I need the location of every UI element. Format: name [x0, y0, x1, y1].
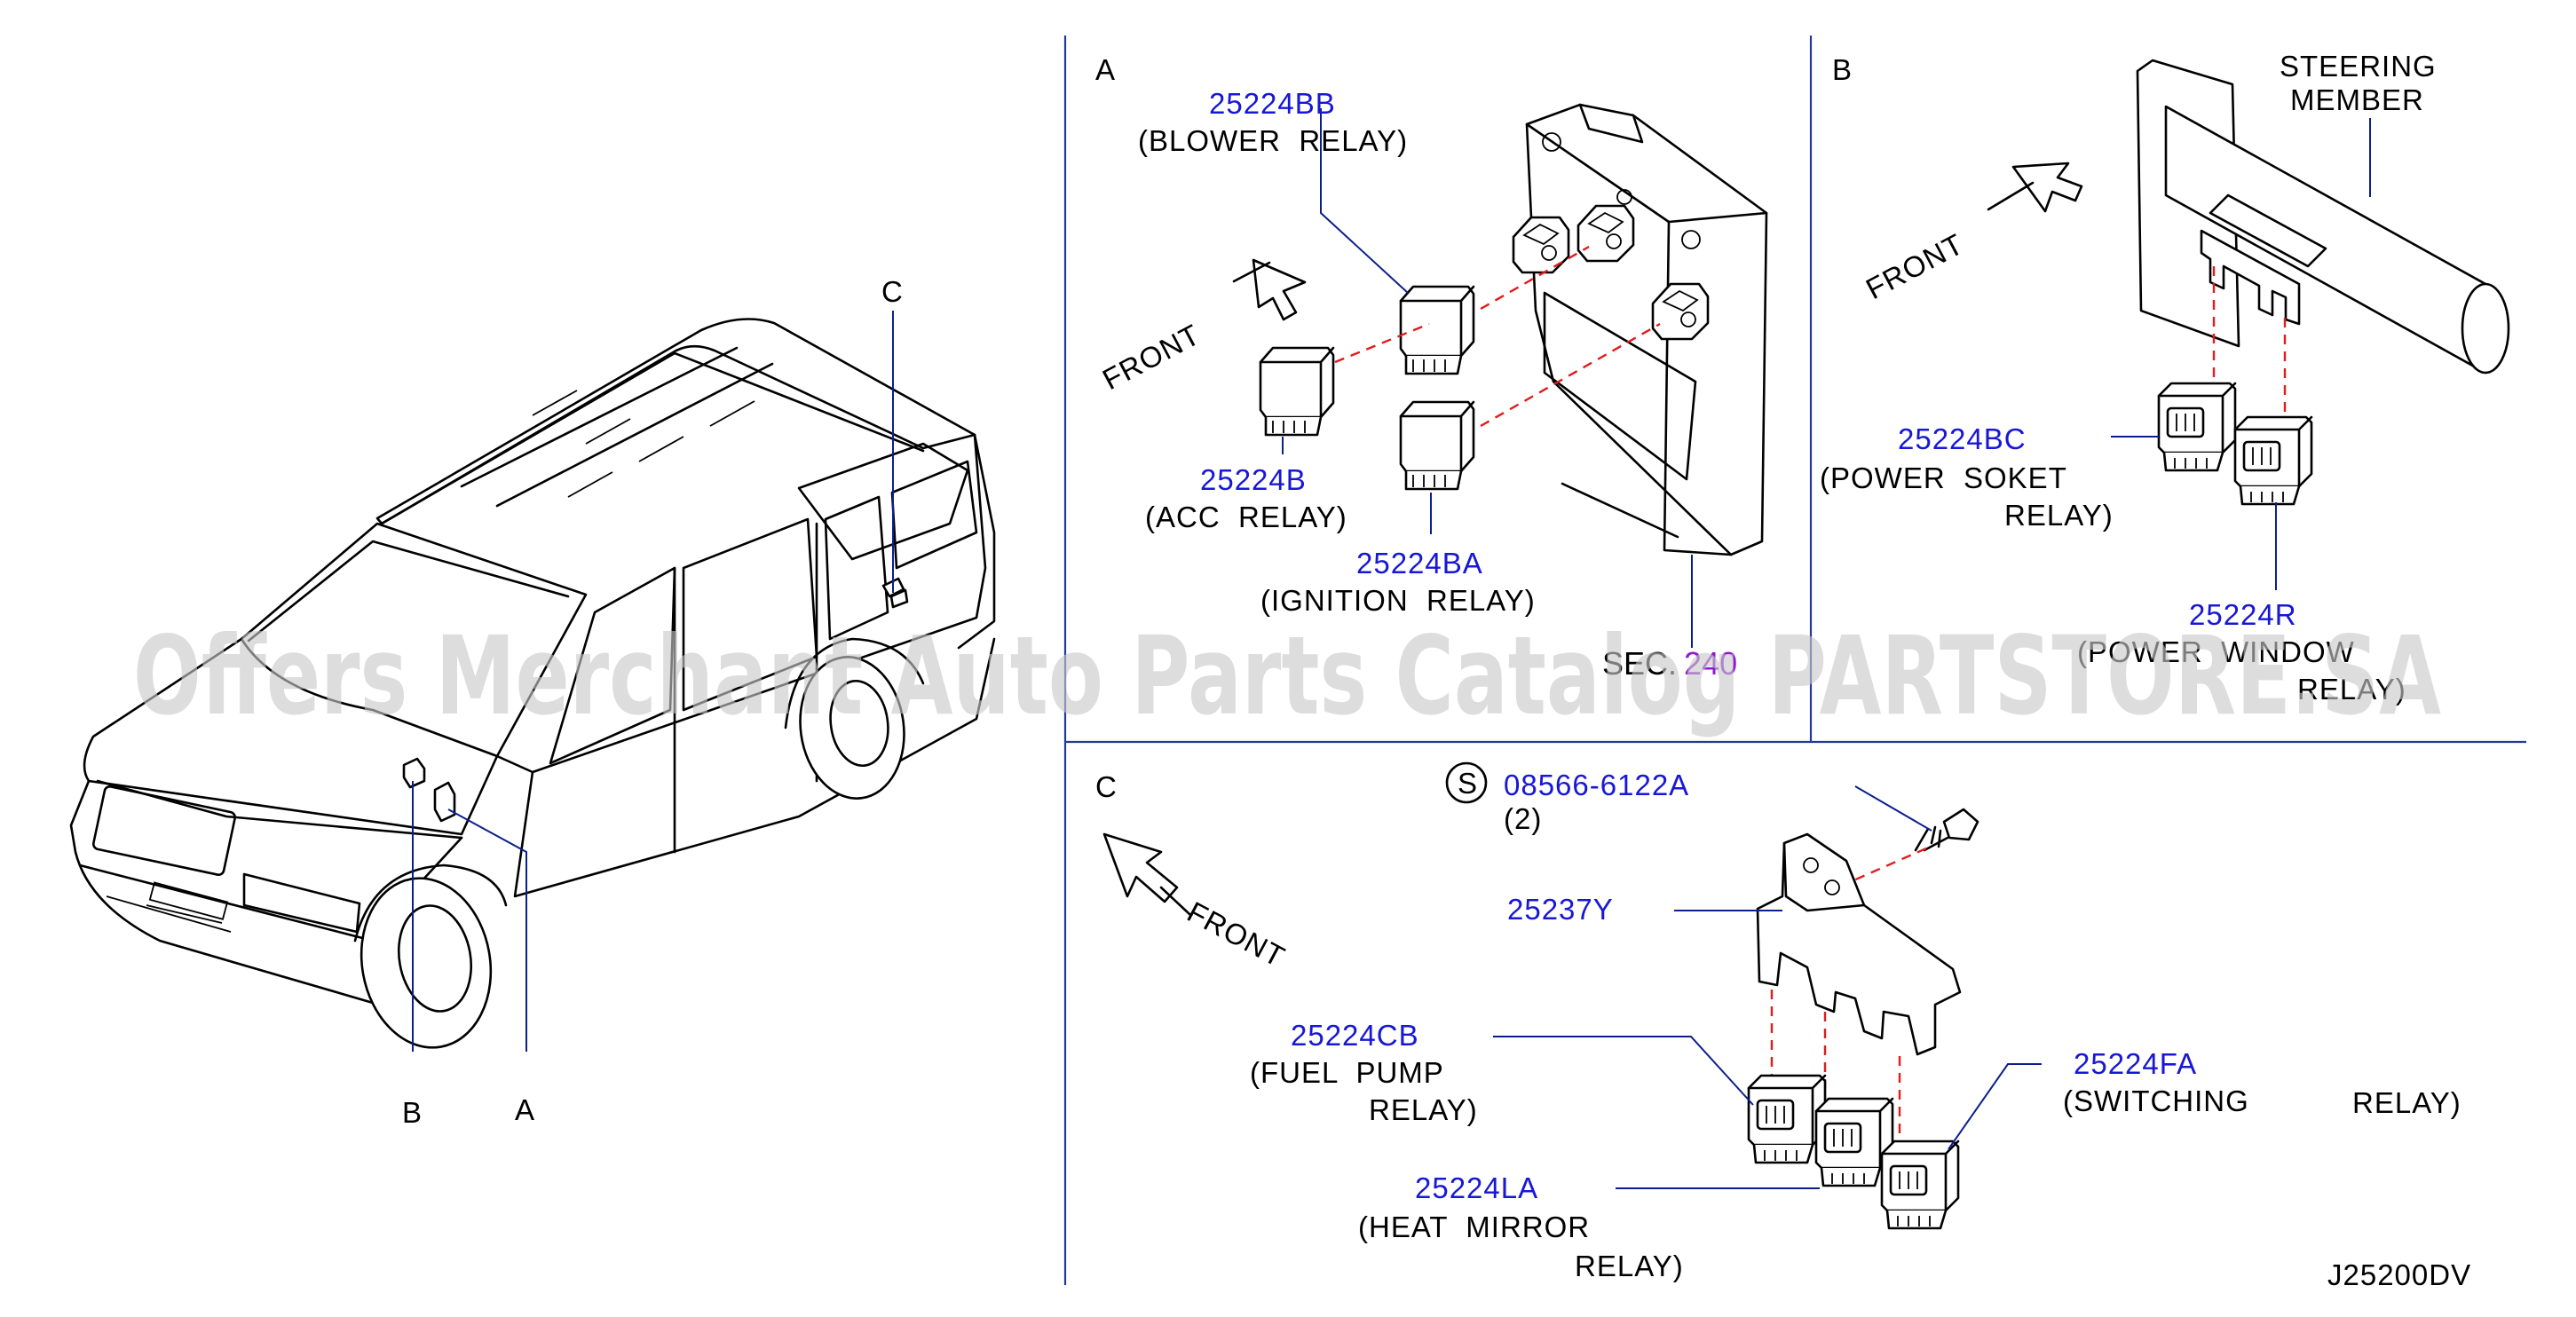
callout-b: B — [402, 1096, 423, 1129]
power-socket-relay — [2157, 382, 2237, 472]
callout-c: C — [881, 275, 904, 308]
power-socket-relay-desc-1: (POWER SOKET — [1820, 461, 2067, 494]
fuel-pump-relay-part-number: 25224CB — [1291, 1019, 1419, 1052]
ecu-junction-box — [1525, 103, 1768, 556]
ignition-relay-part-number: 25224BA — [1356, 547, 1483, 580]
power-window-relay-desc-1: (POWER WINDOW — [2077, 635, 2355, 668]
switching-relay — [1880, 1140, 1960, 1230]
switching-relay-desc-1: (SWITCHING — [2063, 1084, 2249, 1117]
switching-relay-part-number: 25224FA — [2074, 1047, 2197, 1080]
watermark: Offers Merchant Auto Parts Catalog PARTS… — [133, 613, 2441, 739]
panel-b-title: B — [1832, 53, 1853, 86]
overview-leader-lines — [412, 311, 894, 1052]
ignition-relay — [1399, 400, 1475, 491]
section-prefix: SEC. — [1602, 645, 1677, 682]
blower-relay-desc: (BLOWER RELAY) — [1138, 124, 1408, 157]
acc-relay-part-number: 25224B — [1200, 463, 1307, 496]
panel-a-leader-lines — [1282, 108, 1693, 648]
switching-relay-desc-2: RELAY) — [2352, 1086, 2461, 1119]
panel-b-alignment-lines — [2212, 266, 2287, 417]
panel-b-leader-lines — [2111, 118, 2371, 590]
bracket-part-number: 25237Y — [1507, 893, 1614, 926]
screw-symbol-label: S — [1458, 767, 1478, 800]
ignition-relay-desc: (IGNITION RELAY) — [1260, 584, 1536, 617]
blower-relay — [1399, 285, 1475, 375]
front-arrow-icon — [1987, 162, 2083, 213]
heat-mirror-relay-desc-2: RELAY) — [1575, 1250, 1684, 1282]
power-window-relay-part-number: 25224R — [2189, 598, 2297, 631]
heat-mirror-relay-part-number: 25224LA — [1415, 1171, 1538, 1204]
screw-quantity: (2) — [1504, 802, 1542, 835]
relay-bracket — [1756, 832, 1962, 1056]
front-arrow-icon — [1102, 832, 1191, 916]
panel-frame — [1063, 35, 2526, 1285]
steering-member-label-1: STEERING — [2280, 50, 2437, 83]
panel-a-title: A — [1095, 53, 1116, 86]
heat-mirror-relay-desc-1: (HEAT MIRROR — [1358, 1211, 1590, 1243]
callout-a: A — [515, 1093, 535, 1126]
panel-a-front-label: FRONT — [1097, 318, 1205, 396]
fuel-pump-relay-desc-1: (FUEL PUMP — [1250, 1056, 1444, 1089]
panel-a-alignment-lines — [1334, 245, 1661, 428]
screw-part-number: 08566-6122A — [1504, 769, 1689, 801]
steering-member-label-2: MEMBER — [2290, 83, 2424, 116]
acc-relay-desc: (ACC RELAY) — [1145, 501, 1347, 533]
diagram-code: J25200DV — [2327, 1258, 2471, 1291]
power-socket-relay-part-number: 25224BC — [1898, 422, 2027, 455]
panel-b-front-label: FRONT — [1861, 227, 1969, 305]
power-window-relay-desc-2: RELAY) — [2297, 673, 2406, 706]
panel-c-title: C — [1095, 770, 1118, 803]
fuel-pump-relay-desc-2: RELAY) — [1369, 1093, 1478, 1126]
front-arrow-icon — [1232, 258, 1307, 321]
power-window-relay — [2233, 415, 2313, 506]
fuel-pump-relay — [1747, 1074, 1827, 1164]
panel-c-front-label: FRONT — [1182, 895, 1291, 974]
section-number: 240 — [1684, 645, 1737, 682]
panel-c-leader-lines — [1493, 785, 2042, 1189]
screw-symbol-icon — [1445, 761, 1488, 804]
section-reference: SEC.240 — [1602, 645, 1737, 682]
vehicle-overview-illustration — [69, 318, 996, 1049]
blower-relay-part-number: 25224BB — [1209, 87, 1336, 120]
acc-relay — [1259, 346, 1335, 437]
power-socket-relay-desc-2: RELAY) — [2004, 499, 2114, 532]
screw — [1914, 808, 1979, 852]
